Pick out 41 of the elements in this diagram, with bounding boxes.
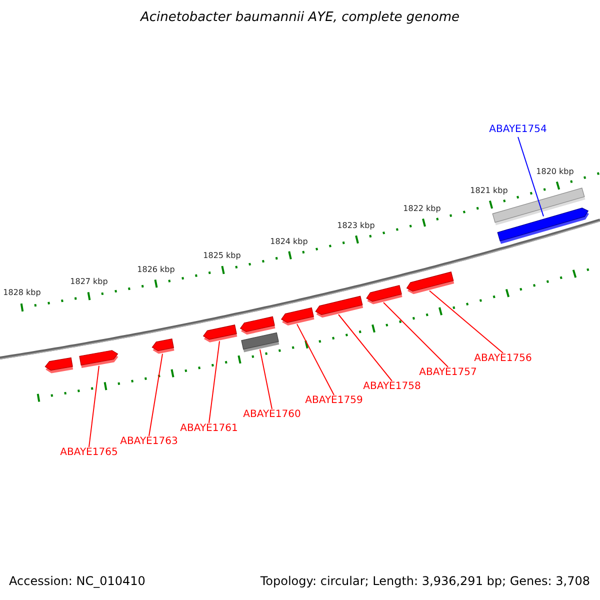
scale-label: 1828 kbp: [3, 288, 41, 298]
leader-line: [383, 302, 448, 368]
leader-line: [208, 340, 220, 424]
gene-feature: [79, 350, 118, 368]
scale-label: 1823 kbp: [337, 220, 375, 230]
scale-label: 1827 kbp: [70, 277, 108, 286]
footer-text: Accession: NC_010410: [9, 574, 146, 588]
gene-feature: [280, 307, 314, 326]
scale-label: 1821 kbp: [470, 186, 508, 196]
scale-label: 1824 kbp: [270, 236, 308, 246]
gene-label: ABAYE1759: [305, 395, 363, 406]
footer-text: Topology: circular; Length: 3,936,291 bp; Genes: 3,708: [260, 574, 590, 588]
leader-line: [518, 136, 544, 217]
gene-feature: [44, 357, 74, 374]
gene-label: ABAYE1761: [180, 423, 238, 434]
scale-label: 1820 kbp: [536, 167, 574, 176]
leader-line: [338, 314, 392, 382]
gene-feature: [240, 316, 276, 335]
diagram-title: Acinetobacter baumannii AYE, complete genome: [139, 10, 461, 25]
gene-label: ABAYE1763: [120, 436, 178, 447]
gene-label: ABAYE1760: [243, 409, 301, 420]
gene-label: ABAYE1758: [363, 381, 421, 392]
scale-label: 1825 kbp: [203, 251, 241, 260]
gene-label: ABAYE1756: [474, 353, 532, 364]
gene-feature: [315, 296, 364, 318]
gene-feature: [152, 338, 174, 354]
gene-feature: [202, 324, 238, 342]
leader-line: [260, 349, 272, 410]
gene-label: ABAYE1754: [489, 124, 547, 135]
gene-label: ABAYE1757: [419, 367, 477, 378]
scale-label: 1826 kbp: [137, 264, 175, 274]
gene-feature: [406, 272, 454, 294]
leader-line: [88, 365, 100, 448]
leader-line: [429, 290, 504, 354]
gene-label: ABAYE1765: [60, 447, 118, 458]
leader-line: [148, 353, 163, 436]
gene-feature: [366, 285, 402, 304]
scale-label: 1822 kbp: [403, 204, 441, 214]
gene-feature: [497, 208, 589, 244]
leader-line: [296, 324, 334, 396]
gene-feature: [241, 332, 280, 352]
